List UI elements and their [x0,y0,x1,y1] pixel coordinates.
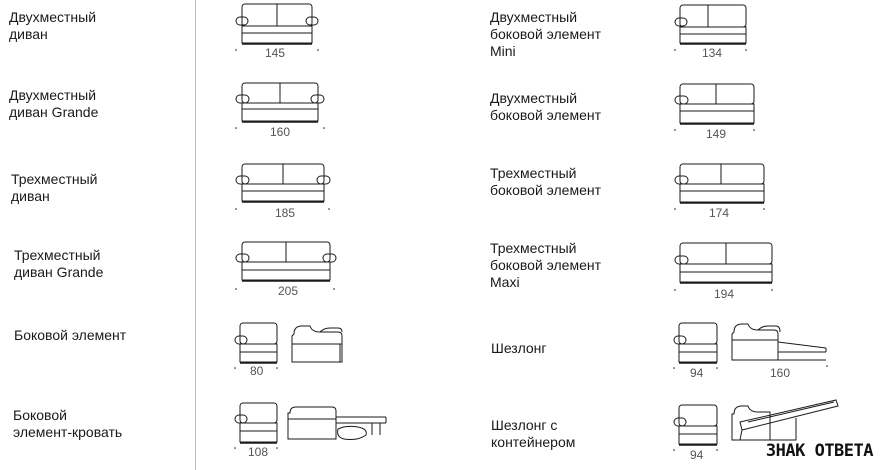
chaise-container-open-icon [731,399,839,441]
dim-chaise-container-width: 94 [690,448,704,462]
dim-two-seat-side-mini: 134 [702,46,723,60]
sofa-two-seat-grande-icon [235,82,325,129]
dim-three-seat-sofa-grande: 205 [278,284,299,298]
sofa-three-seat-grande-icon [235,241,337,290]
dim-three-seat-side-maxi: 194 [714,287,735,301]
chaise-container-front-icon [673,404,718,451]
label-side-element: Боковой элемент [14,327,127,343]
dim-chaise-longue-length: 160 [770,366,791,380]
side-element-side-view-icon [291,325,343,363]
label-three-seat-side-maxi: Трехместный боковой элемент Maxi [490,240,601,290]
label-three-seat-side: Трехместный боковой элемент [490,165,601,198]
dim-side-element-bed: 108 [248,445,269,459]
side-three-seat-icon [674,163,765,210]
label-two-seat-side-mini: Двухместный боковой элемент Mini [490,9,601,59]
label-three-seat-sofa: Трехместный диван [11,171,98,204]
chaise-longue-front-icon [673,322,718,369]
label-chaise-longue-container: Шезлонг с контейнером [491,417,576,450]
label-two-seat-sofa: Двухместный диван [9,9,97,42]
watermark-logo: ЗНАК ОТВЕТА [763,441,875,461]
side-three-seat-maxi-icon [674,242,773,291]
column-divider [195,0,196,470]
dim-three-seat-sofa: 185 [275,206,296,220]
side-element-bed-front-icon [234,402,278,449]
chaise-longue-side-view-icon [731,323,828,367]
sofa-three-seat-icon [235,163,331,210]
label-side-element-bed: Боковой элемент-кровать [13,407,123,440]
label-chaise-longue: Шезлонг [491,340,547,356]
dim-two-seat-sofa: 145 [265,46,286,60]
dim-chaise-longue-width: 94 [690,366,704,380]
side-two-seat-icon [674,83,755,131]
dim-side-element: 80 [250,364,264,378]
label-two-seat-side: Двухместный боковой элемент [490,90,601,123]
side-element-front-icon [234,322,278,369]
dim-three-seat-side: 174 [709,206,730,220]
dim-two-seat-side: 149 [706,127,727,141]
label-three-seat-sofa-grande: Трехместный диван Grande [14,247,104,280]
side-element-bed-unfolded-icon [287,406,387,440]
dim-two-seat-sofa-grande: 160 [270,125,291,139]
sofa-two-seat-icon [235,3,319,51]
label-two-seat-sofa-grande: Двухместный диван Grande [9,87,99,120]
side-two-seat-mini-icon [674,4,747,51]
